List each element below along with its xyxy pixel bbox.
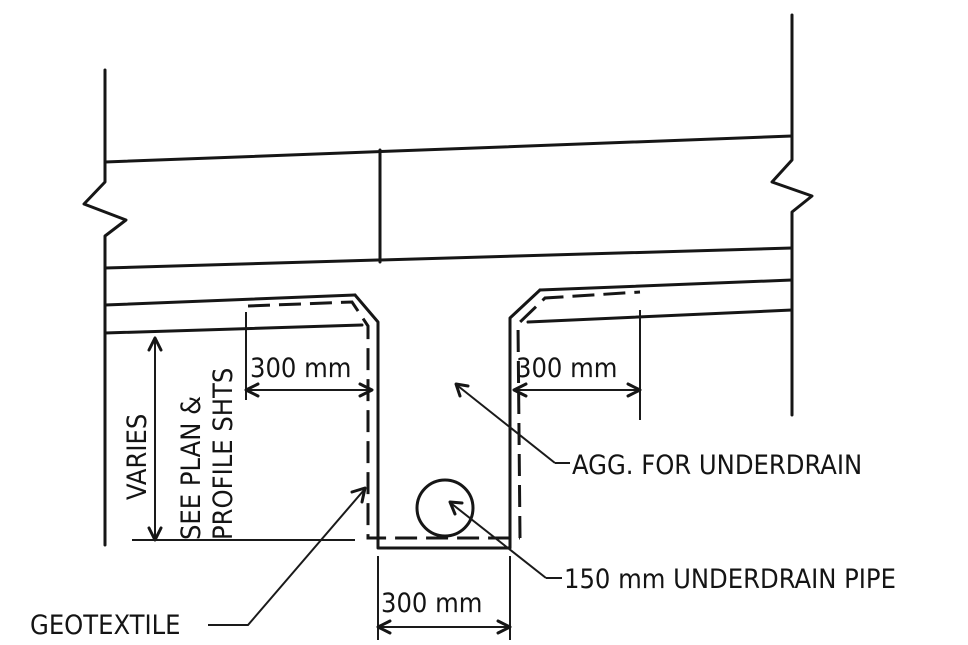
aggregate-leader-arrow [454,382,470,398]
dim-bottom-arrow-end [496,619,512,635]
geotextile-leader [208,489,365,626]
slab-top-line [103,134,794,164]
underdrain-pipe-circle [415,478,475,538]
depth-ref-line2: PROFILE SHTS [208,368,239,540]
geotextile-lining [247,300,520,540]
dim-left-arrow-end [358,382,374,398]
aggregate-label: AGG. FOR UNDERDRAIN [572,450,862,481]
geotextile-lining-right [516,290,641,539]
dim-right-arrow-end [626,382,642,398]
base-bottom-line-left [103,323,364,335]
geotextile-leader-arrow [350,486,367,504]
dim-left-arrow-start [244,382,260,398]
base-top-line-left [103,293,357,307]
aggregate-leader [457,385,556,464]
geotextile-label: GEOTEXTILE [30,610,181,641]
dim-bottom-label: 300 mm [381,588,482,619]
dim-right-label: 300 mm [516,353,617,384]
dim-right-arrow-start [512,382,528,398]
depth-arrow-top [147,336,163,352]
pipe-leader-arrow [448,500,464,516]
trench-outline [353,288,542,550]
depth-varies-label: VARIES [122,414,153,500]
pipe-leader [451,503,547,579]
base-bottom-line-right [526,308,794,324]
left-break-line [82,68,128,547]
depth-ref-line1: SEE PLAN & [176,396,207,540]
base-top-line-right [538,278,794,292]
slab-bottom-line [103,246,794,270]
dim-bottom-arrow-start [376,619,392,635]
right-break-line [770,13,814,417]
dim-left-label: 300 mm [250,353,351,384]
pipe-label: 150 mm UNDERDRAIN PIPE [564,564,896,595]
